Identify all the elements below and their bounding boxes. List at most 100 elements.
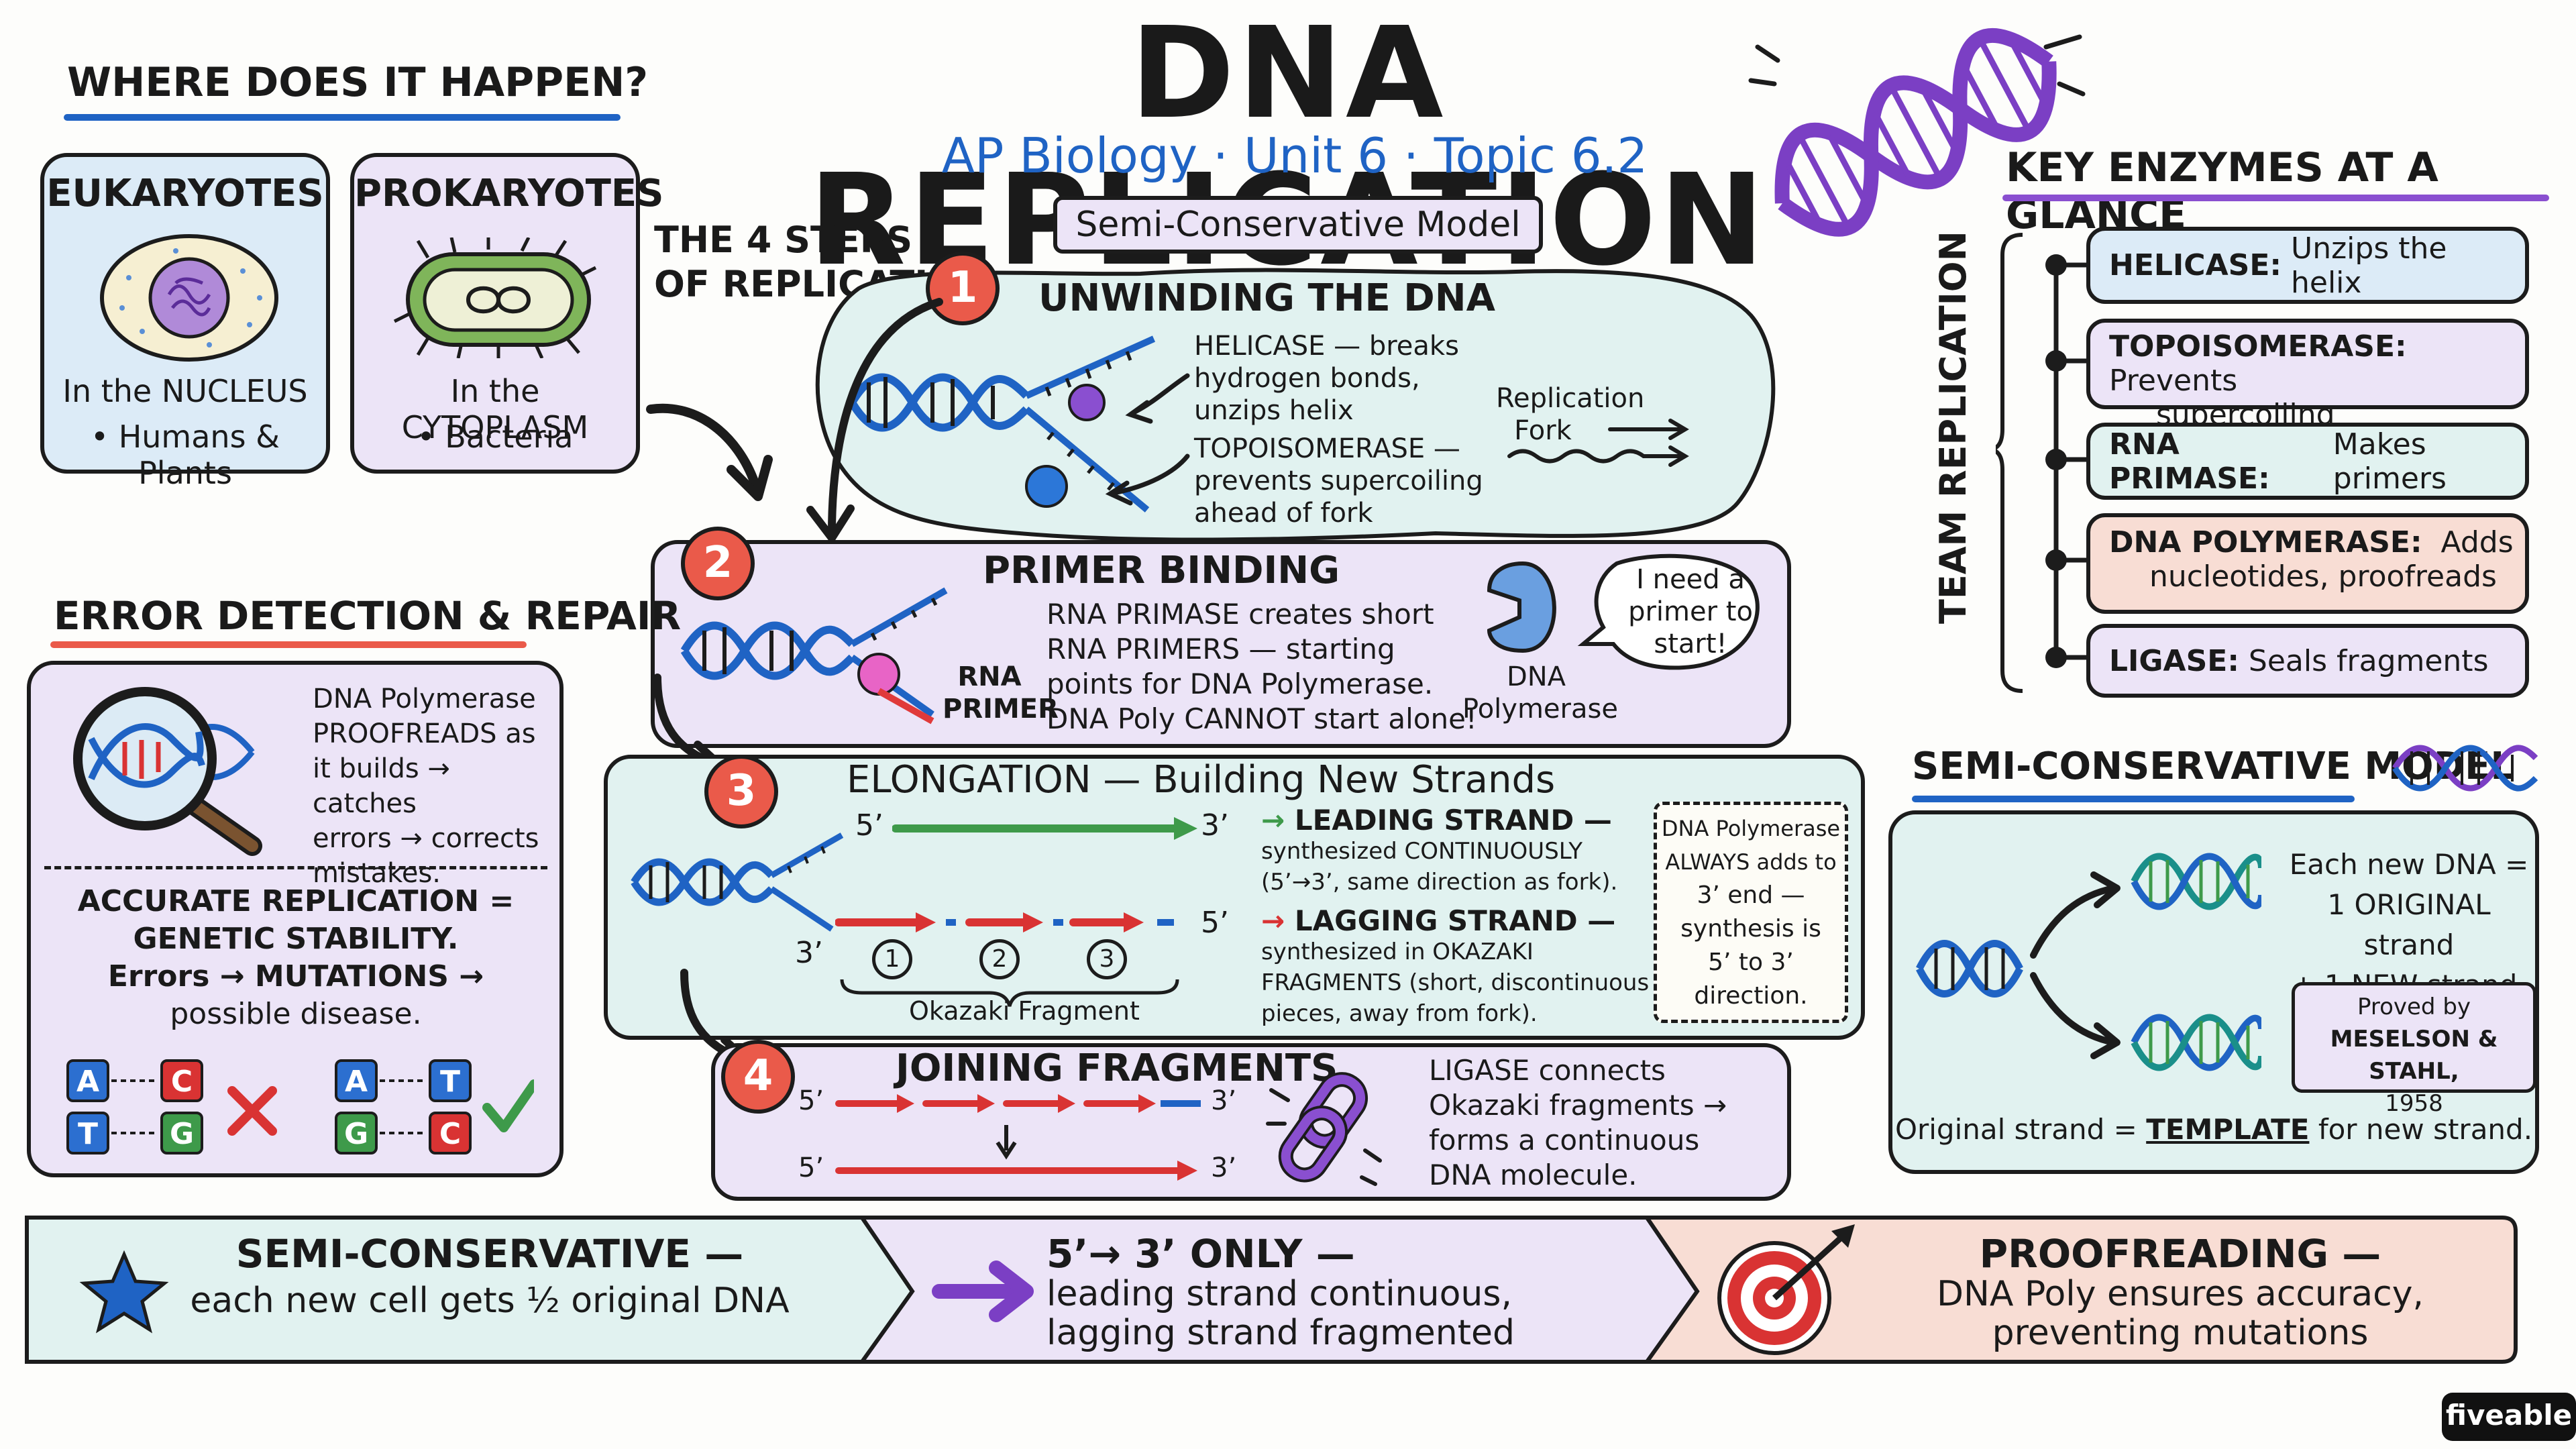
page-subtitle: AP Biology · Unit 6 · Topic 6.2 (941, 127, 1648, 184)
enzyme-name: LIGASE: (2109, 643, 2239, 678)
eukaryotes-title: EUKARYOTES (46, 172, 324, 215)
rna-primer-label: RNA PRIMER (943, 661, 1059, 725)
step1-pointer-arrows (1105, 373, 1190, 506)
template-note: Original strand = TEMPLATE for new stran… (1892, 1113, 2535, 1146)
proofread-line: DNA Polymerase (313, 684, 536, 714)
proved-line: 1958 (2385, 1090, 2443, 1117)
leading-note-title: → LEADING STRAND — (1261, 804, 1612, 837)
prokaryotes-card: PROKARYOTES In the CYTOPLASM • Bacteria (350, 153, 664, 474)
template-pre: Original strand = (1894, 1113, 2137, 1146)
ligase-description: LIGASE connects Okazaki fragments → form… (1429, 1053, 1727, 1193)
template-post: for new strand. (2318, 1113, 2533, 1146)
steps-label-line1: THE 4 STEPS (654, 219, 913, 261)
dna-polymerase-icon (1487, 561, 1556, 653)
proved-line: MESELSON & STAHL, (2330, 1026, 2498, 1085)
bubble-line: primer to (1628, 596, 1753, 627)
accurate-line: ACCURATE REPLICATION = (77, 884, 515, 918)
joining-fragments-diagram (835, 1094, 1201, 1181)
leading-strand-arrow (892, 817, 1197, 840)
elongation-dna-icon (631, 833, 844, 932)
prokaryotes-location: In the CYTOPLASM (401, 373, 589, 445)
divider (44, 866, 547, 869)
error-section-title: ERROR DETECTION & REPAIR (54, 593, 682, 639)
bacterium-icon (393, 237, 597, 358)
magnifying-glass-icon (73, 687, 262, 856)
enzyme-desc-2: nucleotides, proofreads (2149, 559, 2497, 594)
template-emphasis: TEMPLATE (2146, 1113, 2310, 1146)
summary-banner-shapes (25, 1216, 2518, 1364)
banner2-subtitle: leading strand continuous, lagging stran… (1046, 1275, 1617, 1352)
banner3-line: preventing mutations (1992, 1313, 2369, 1353)
topo-note-line: TOPOISOMERASE — (1194, 433, 1460, 464)
note-line: direction. (1694, 982, 1808, 1010)
polymerase-label-line: Polymerase (1462, 694, 1618, 724)
enzyme-helicase: HELICASE:Unzips the helix (2086, 227, 2529, 304)
leading-3prime: 3’ (1201, 808, 1229, 843)
proofread-line: it builds → catches (313, 753, 450, 819)
step1-number: 1 (926, 252, 1000, 325)
fork-label-line: Replication (1496, 383, 1645, 414)
helicase-note: HELICASE — breaks hydrogen bonds, unzips… (1194, 330, 1459, 427)
rna-primer-line: RNA (957, 661, 1022, 692)
okazaki-label: Okazaki Fragment (909, 996, 1140, 1026)
lagging-note-line: pieces, away from fork). (1261, 1000, 1538, 1027)
polymerase-label-line: DNA (1506, 661, 1566, 692)
banner2-line: leading strand continuous, (1046, 1274, 1512, 1314)
step3-number: 3 (704, 755, 778, 828)
error-underline (50, 641, 527, 648)
fragment-number: 3 (1087, 939, 1127, 979)
model-tag: Semi-Conservative Model (1053, 196, 1543, 254)
step2-number: 2 (681, 527, 755, 600)
semi-model-card: Each new DNA = 1 ORIGINAL strand + 1 NEW… (1888, 810, 2539, 1174)
speech-bubble (1577, 553, 1760, 670)
okazaki-bracket (840, 979, 1179, 1007)
error-card: DNA Polymerase PROOFREADS as it builds →… (27, 661, 564, 1177)
proved-line: Proved by (2357, 994, 2471, 1020)
banner3-subtitle: DNA Poly ensures accuracy, preventing mu… (1878, 1275, 2482, 1352)
fork-label-line: Fork (1514, 415, 1572, 446)
note-line: synthesis is (1680, 915, 1821, 943)
leading-strand-note: → LEADING STRAND — synthesized CONTINUOU… (1261, 805, 1617, 898)
fork-direction-arrows (1507, 419, 1689, 467)
note-line: ALWAYS adds to (1665, 849, 1837, 875)
eukaryotes-examples: • Humans & Plants (90, 419, 280, 491)
lagging-note-line: FRAGMENTS (short, discontinuous (1261, 969, 1650, 996)
helicase-note-line: unzips helix (1194, 395, 1354, 426)
primase-line: DNA Poly CANNOT start alone! (1046, 702, 1477, 735)
enzyme-ligase: LIGASE:Seals fragments (2086, 624, 2529, 698)
semi-model-line: Each new DNA = (2289, 848, 2529, 881)
purple-arrow-icon (932, 1260, 1034, 1322)
base-letter: G (170, 1117, 194, 1151)
base-letter: G (344, 1117, 368, 1151)
arrow-to-steps (646, 403, 773, 501)
enzyme-desc: Makes primers (2332, 427, 2447, 496)
accurate-line-text: Errors → MUTATIONS → (107, 959, 484, 994)
banner1-subtitle: each new cell gets ½ original DNA (190, 1281, 790, 1321)
ligase-line: LIGASE connects (1429, 1054, 1666, 1087)
leading-note-title-text: LEADING STRAND — (1294, 804, 1612, 837)
enzyme-primase: RNA PRIMASE:Makes primers (2086, 423, 2529, 500)
enzyme-desc: Prevents (2109, 364, 2238, 398)
prokaryotes-examples: • Bacteria (417, 419, 574, 455)
fragment-number: 2 (979, 939, 1020, 979)
step3-title: ELONGATION — Building New Strands (847, 758, 1556, 802)
lagging-note-title: → LAGGING STRAND — (1261, 904, 1616, 937)
proofread-line: mistakes. (313, 858, 441, 889)
enzyme-name: DNA POLYMERASE: (2109, 525, 2422, 559)
banner2-title: 5’→ 3’ ONLY — (1046, 1231, 1355, 1277)
dna-helix-icon (1748, 28, 2086, 237)
small-dna-icon (2392, 745, 2538, 792)
banner3-line: DNA Poly ensures accuracy, (1936, 1274, 2424, 1314)
bubble-line: I need a (1636, 564, 1745, 595)
step2-title: PRIMER BINDING (983, 549, 1340, 592)
accurate-line: possible disease. (170, 997, 422, 1031)
enzymes-title: KEY ENZYMES AT A GLANCE (2006, 144, 2438, 238)
enzyme-name: HELICASE: (2109, 248, 2282, 282)
where-title: WHERE DOES IT HAPPEN? (67, 59, 649, 106)
ligase-line: DNA molecule. (1429, 1159, 1638, 1191)
base-letter: A (345, 1065, 368, 1099)
primer-binding-dna-icon (680, 587, 948, 724)
step4-card (711, 1043, 1791, 1201)
proofread-line: errors → corrects (313, 823, 539, 854)
brand-logo: fiveable (2442, 1393, 2576, 1441)
